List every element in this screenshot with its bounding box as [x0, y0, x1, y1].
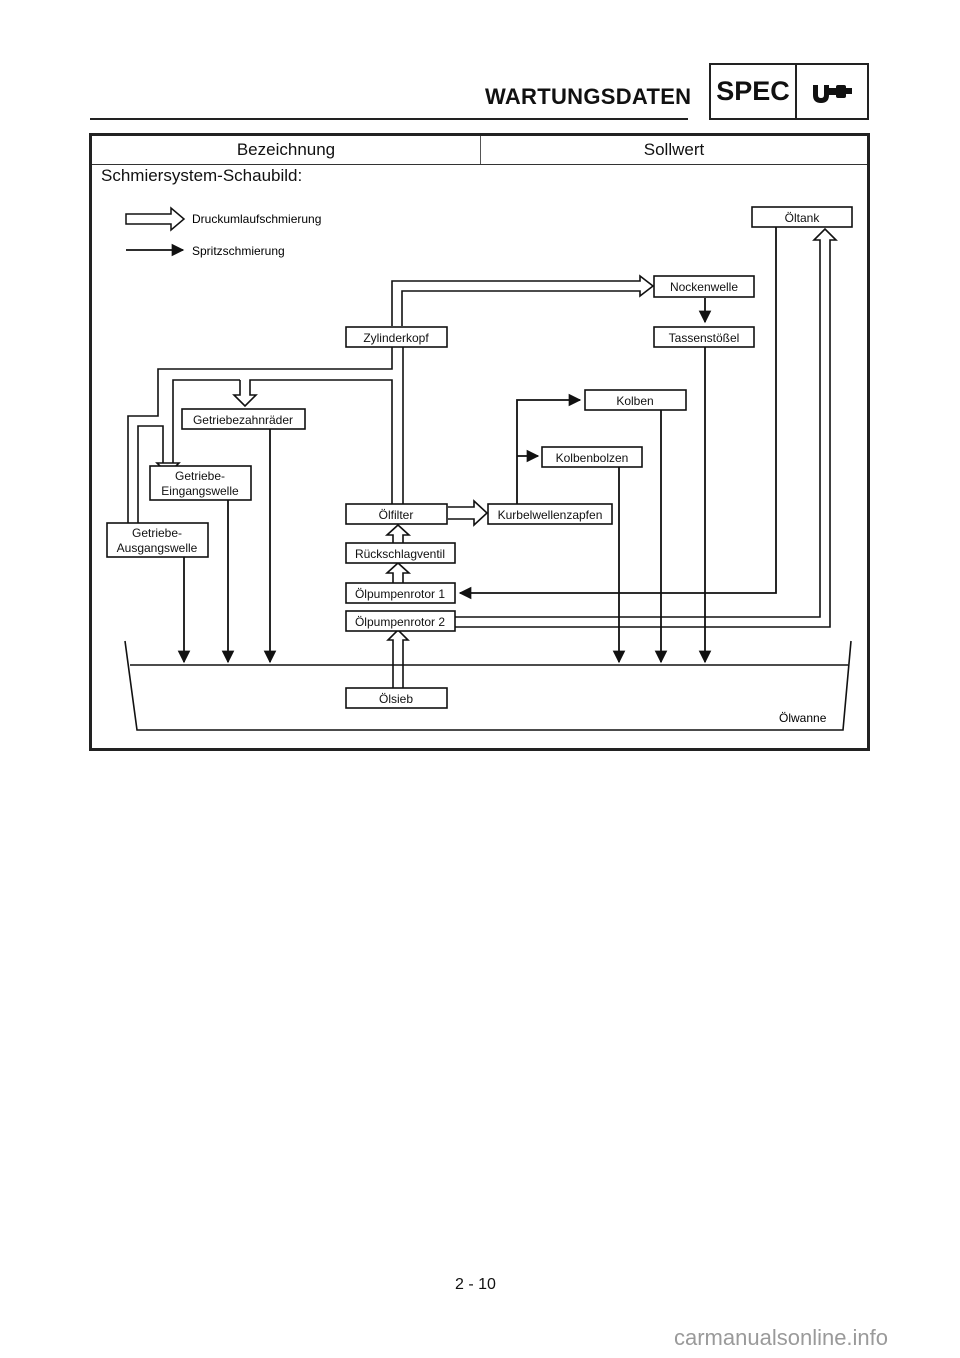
- line-kurbel-kolben: [516, 393, 582, 504]
- node-eingangswelle-line1: Getriebe-: [175, 469, 225, 483]
- legend-splash-label: Spritzschmierung: [192, 244, 285, 258]
- pipe-rotor2-oeltank: [455, 227, 838, 628]
- node-kolben: Kolben: [616, 394, 653, 408]
- node-box-oelpumpenrotor2: [345, 610, 456, 632]
- node-ausgangswelle-line2: Ausgangswelle: [117, 541, 198, 555]
- column-header-sollwert: Sollwert: [643, 140, 705, 159]
- node-getriebezahnraeder: Getriebezahnräder: [193, 413, 293, 427]
- node-kolbenbolzen: Kolbenbolzen: [556, 451, 629, 465]
- node-oelpumpenrotor1: Ölpumpenrotor 1: [355, 587, 445, 601]
- splash-lines: [177, 226, 777, 664]
- legend-splash: Spritzschmierung: [126, 243, 285, 258]
- pipe-rueckschlag-filter: [384, 523, 412, 543]
- node-nockenwelle: Nockenwelle: [670, 280, 738, 294]
- node-box-zylinderkopf: [345, 326, 448, 348]
- spec-badge: SPEC: [709, 63, 869, 120]
- node-oeltank: Öltank: [785, 211, 821, 225]
- node-box-getriebezahnraeder: [181, 408, 306, 430]
- node-rueckschlagventil: Rückschlagventil: [355, 547, 445, 561]
- node-tassenstoessel: Tassenstößel: [669, 331, 740, 345]
- watermark: carmanualsonline.info: [674, 1325, 889, 1350]
- pipe-rotor1-rueckschlag: [384, 561, 412, 583]
- title-rule: [90, 118, 688, 120]
- node-box-oelpumpenrotor1: [345, 582, 456, 604]
- pipe-filter-zylinderkopf: [232, 379, 393, 504]
- lubrication-diagram: Druckumlaufschmierung Spritzschmierung: [106, 206, 853, 731]
- pipe-sieb-rotor2: [386, 628, 410, 688]
- pipe-zylinderkopf-nockenwelle: [391, 274, 655, 326]
- page-number: 2 - 10: [455, 1276, 496, 1293]
- page-title: WARTUNGSDATEN: [485, 84, 692, 109]
- pressure-pipes: [127, 227, 838, 688]
- node-box-kolben: [584, 389, 687, 411]
- node-box-tassenstoessel: [653, 326, 755, 348]
- pipe-filter-kurbel: [448, 499, 489, 527]
- node-box-oelsieb: [345, 687, 448, 709]
- pipe-ausgangswelle: [137, 425, 164, 540]
- node-kurbelwellenzapfen: Kurbelwellenzapfen: [498, 508, 603, 522]
- node-zylinderkopf: Zylinderkopf: [363, 331, 429, 345]
- node-box-ausgangswelle: [106, 522, 209, 558]
- legend-pressure: Druckumlaufschmierung: [125, 206, 321, 232]
- spec-label: SPEC: [711, 65, 797, 118]
- node-box-oelfilter: [345, 503, 448, 525]
- legend-pressure-label: Druckumlaufschmierung: [192, 212, 321, 226]
- table-header-row: Bezeichnung Sollwert: [92, 136, 867, 165]
- column-header-bezeichnung: Bezeichnung: [92, 136, 481, 164]
- pipe-eingangswelle: [172, 379, 240, 475]
- node-box-oeltank: [751, 206, 853, 228]
- section-title: Schmiersystem-Schaubild:: [101, 166, 303, 185]
- node-oelsieb: Ölsieb: [379, 692, 413, 706]
- node-oelpumpenrotor2: Ölpumpenrotor 2: [355, 615, 445, 629]
- node-ausgangswelle-line1: Getriebe-: [132, 526, 182, 540]
- spec-table-frame: [89, 133, 870, 751]
- node-box-eingangswelle: [149, 465, 252, 501]
- oelwanne-shape: [124, 640, 852, 731]
- node-eingangswelle-line2: Eingangswelle: [161, 484, 239, 498]
- node-box-rueckschlagventil: [345, 542, 456, 564]
- node-box-kurbelwellenzapfen: [487, 503, 613, 525]
- node-box-kolbenbolzen: [541, 446, 643, 468]
- node-oelwanne: Ölwanne: [779, 711, 827, 725]
- pressure-arrow-icon: [125, 206, 186, 232]
- node-box-nockenwelle: [653, 275, 755, 298]
- micrometer-icon: [797, 65, 867, 118]
- node-oelfilter: Ölfilter: [379, 508, 414, 522]
- line-oeltank-rotor1: [458, 226, 777, 600]
